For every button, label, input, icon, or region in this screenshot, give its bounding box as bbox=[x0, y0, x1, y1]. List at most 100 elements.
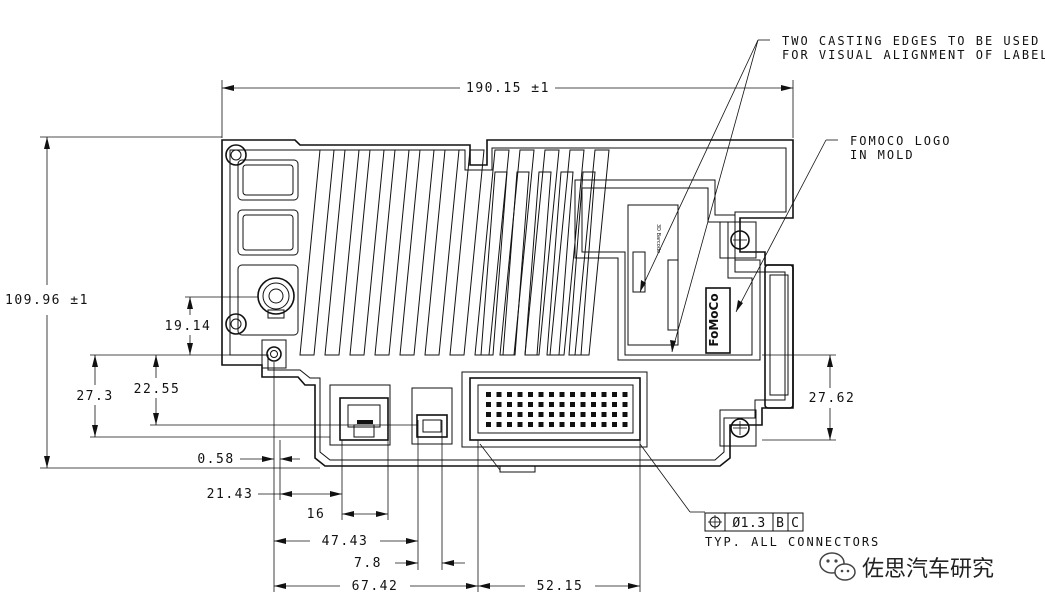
dim-27-62: 27.62 bbox=[809, 391, 856, 406]
pin bbox=[486, 412, 491, 417]
pin bbox=[580, 402, 586, 407]
pin bbox=[517, 402, 523, 407]
right-side-tab bbox=[764, 264, 794, 409]
pin bbox=[486, 402, 491, 407]
dim-22-55: 22.55 bbox=[134, 382, 181, 397]
fin bbox=[568, 171, 596, 356]
fin bbox=[449, 149, 485, 356]
dim-overall-height: 109.96 ±1 bbox=[5, 293, 89, 308]
mount-hole-right-lower bbox=[719, 409, 757, 447]
fin bbox=[299, 149, 335, 356]
pin bbox=[528, 392, 533, 397]
pin bbox=[559, 412, 565, 417]
dim-52-15: 52.15 bbox=[537, 579, 584, 594]
pin bbox=[591, 422, 596, 427]
dimension-lines bbox=[40, 80, 836, 592]
fin bbox=[546, 171, 574, 356]
pin bbox=[591, 402, 596, 407]
pin bbox=[507, 402, 512, 407]
pin bbox=[507, 422, 512, 427]
pin bbox=[612, 392, 617, 397]
pin bbox=[591, 392, 596, 397]
pin bbox=[559, 422, 565, 427]
fin bbox=[524, 149, 560, 356]
pin bbox=[496, 392, 502, 397]
pin bbox=[507, 392, 512, 397]
pin bbox=[570, 392, 575, 397]
pin bbox=[591, 412, 596, 417]
fin bbox=[502, 171, 530, 356]
pin bbox=[601, 392, 607, 397]
note-logo-line1: FOMOCO LOGO bbox=[850, 134, 951, 148]
connector-usb bbox=[329, 384, 391, 446]
pin bbox=[559, 402, 565, 407]
pin bbox=[538, 392, 544, 397]
tolerance-datum-c: C bbox=[791, 516, 799, 531]
pin bbox=[486, 422, 491, 427]
pin bbox=[496, 422, 502, 427]
dim-19-14: 19.14 bbox=[165, 319, 212, 334]
dim-16: 16 bbox=[307, 507, 326, 522]
fin bbox=[474, 149, 510, 356]
pin bbox=[549, 402, 554, 407]
dim-0-58: 0.58 bbox=[197, 452, 234, 467]
mount-hole-left bbox=[225, 313, 247, 335]
pin bbox=[570, 402, 575, 407]
connector-pins bbox=[486, 392, 628, 427]
pin bbox=[528, 412, 533, 417]
pin bbox=[517, 392, 523, 397]
fin bbox=[524, 171, 552, 356]
pin bbox=[538, 422, 544, 427]
pin bbox=[549, 392, 554, 397]
pin bbox=[580, 412, 586, 417]
dim-overall-width: 190.15 ±1 bbox=[466, 81, 550, 96]
pin bbox=[570, 412, 575, 417]
dim-47-43: 47.43 bbox=[322, 534, 369, 549]
pin bbox=[580, 422, 586, 427]
pin bbox=[612, 422, 617, 427]
fin bbox=[574, 149, 610, 356]
left-pockets bbox=[237, 159, 299, 336]
tolerance-frame: Ø1.3 B C bbox=[704, 512, 804, 532]
housing-outline bbox=[221, 139, 794, 473]
dim-67-42: 67.42 bbox=[352, 579, 399, 594]
note-typ-connectors: TYP. ALL CONNECTORS bbox=[705, 535, 880, 549]
pin bbox=[612, 402, 617, 407]
pin bbox=[601, 422, 607, 427]
pin bbox=[549, 422, 554, 427]
dim-21-43: 21.43 bbox=[207, 487, 254, 502]
pin bbox=[601, 412, 607, 417]
pin bbox=[580, 392, 586, 397]
pin bbox=[538, 412, 544, 417]
svg-text:3D Barcode: 3D Barcode bbox=[655, 224, 661, 253]
pin bbox=[612, 412, 617, 417]
pin bbox=[528, 422, 533, 427]
pin bbox=[622, 412, 628, 417]
pin bbox=[528, 402, 533, 407]
heatsink-fins bbox=[299, 149, 610, 356]
pin bbox=[570, 422, 575, 427]
tolerance-value: Ø1.3 bbox=[732, 516, 765, 531]
fin bbox=[349, 149, 385, 356]
note-logo-line2: IN MOLD bbox=[850, 148, 915, 162]
watermark: 佐思汽车研究 bbox=[819, 552, 994, 582]
pin bbox=[486, 392, 491, 397]
mount-hole-right-upper bbox=[719, 221, 757, 259]
label-area: 3D Barcode bbox=[627, 204, 679, 346]
note-casting-line2: FOR VISUAL ALIGNMENT OF LABEL bbox=[782, 48, 1045, 62]
pin bbox=[517, 412, 523, 417]
pin bbox=[507, 412, 512, 417]
svg-text:FoMoCo: FoMoCo bbox=[707, 293, 721, 346]
connector-main bbox=[461, 371, 648, 448]
fin bbox=[324, 149, 360, 356]
wechat-icon bbox=[819, 552, 856, 581]
pin bbox=[622, 422, 628, 427]
pin bbox=[622, 392, 628, 397]
pin bbox=[622, 402, 628, 407]
connector-small bbox=[411, 387, 453, 445]
leader-lines bbox=[479, 39, 838, 513]
pin bbox=[538, 402, 544, 407]
fin bbox=[549, 149, 585, 356]
pin bbox=[559, 392, 565, 397]
